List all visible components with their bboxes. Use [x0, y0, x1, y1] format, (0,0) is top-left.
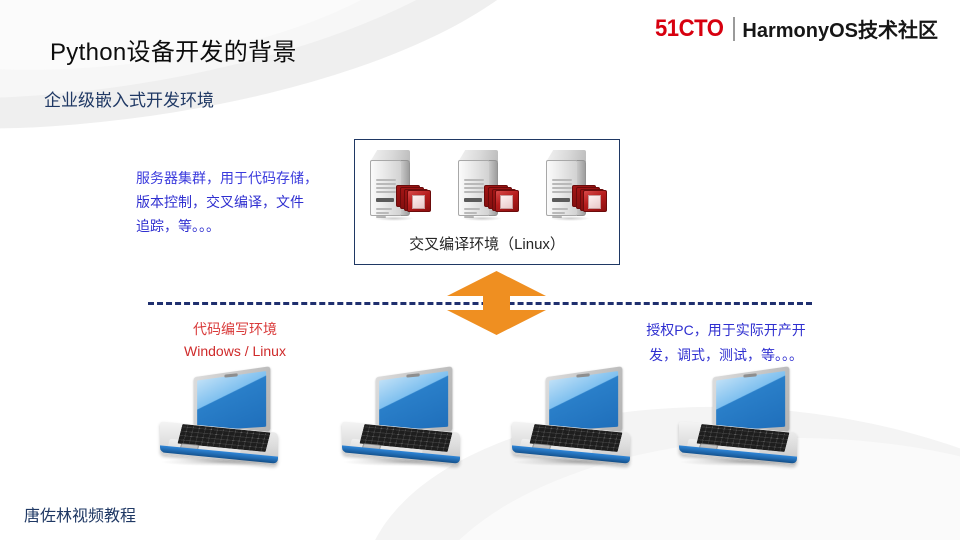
- server-vent-line: [464, 191, 484, 193]
- server-cluster-description: 服务器集群，用于代码存储， 版本控制，交叉编译，文件 追踪，等。。。: [136, 166, 348, 238]
- database-front-face: [583, 190, 607, 212]
- laptop-shadow: [344, 458, 460, 466]
- laptop-icon: [510, 366, 634, 468]
- server-vent-line: [376, 183, 396, 185]
- server-vent-line: [376, 208, 392, 210]
- laptop-display: [197, 371, 267, 432]
- server-vent-line: [552, 216, 562, 218]
- server-vent-line: [376, 191, 396, 193]
- database-front-face: [407, 190, 431, 212]
- server-drive-slot: [376, 198, 394, 202]
- server-icon-row: [355, 148, 619, 224]
- code-writing-environment-line-2: Windows / Linux: [184, 343, 286, 359]
- server-vent-line: [552, 179, 572, 181]
- footer-author-label: 唐佐林视频教程: [24, 508, 137, 525]
- laptop-display: [549, 371, 619, 432]
- server-vent-line: [464, 179, 484, 181]
- server-vent-line: [552, 183, 572, 185]
- server-vent-line: [464, 216, 474, 218]
- laptop-icon: [158, 366, 282, 468]
- server-drive-slot: [464, 198, 482, 202]
- server-drive-slot: [552, 198, 570, 202]
- server-vent-line: [464, 187, 484, 189]
- database-front-face: [495, 190, 519, 212]
- brand-51cto-mark: 51CTO: [654, 14, 724, 42]
- laptop-shadow: [162, 458, 278, 466]
- server-description-line-2: 版本控制，交叉编译，文件: [136, 194, 304, 210]
- server-icon: [538, 148, 612, 224]
- server-vent-line: [552, 191, 572, 193]
- server-vent-line: [376, 212, 389, 214]
- page-title: Python设备开发的背景: [50, 39, 297, 66]
- server-vent-line: [376, 179, 396, 181]
- brand-community-name: HarmonyOS技术社区: [742, 20, 938, 42]
- server-tower-shadow: [374, 216, 414, 221]
- laptop-icon: [340, 366, 464, 468]
- authorized-pc-caption: 授权PC，用于实际开产开 发，调式，测试，等。。。: [611, 318, 841, 368]
- brand-logo: 51CTO HarmonyOS技术社区: [652, 14, 938, 43]
- server-tower-top: [458, 150, 498, 162]
- laptop-icon: [677, 366, 801, 468]
- server-icon: [450, 148, 524, 224]
- server-tower-top: [546, 150, 586, 162]
- database-stack-icon: [396, 182, 432, 214]
- server-icon: [362, 148, 436, 224]
- background-swoosh-top-left-1: [0, 0, 583, 159]
- laptop-display: [716, 371, 786, 432]
- laptop-shadow: [514, 458, 630, 466]
- server-vent-line: [464, 183, 484, 185]
- bidirectional-arrow-icon: [447, 271, 546, 335]
- background-swoosh-top-left-2: [0, 0, 557, 141]
- database-stack-icon: [484, 182, 520, 214]
- authorized-pc-line-2: 发，调式，测试，等。。。: [649, 347, 803, 363]
- server-vent-line: [376, 187, 396, 189]
- cross-compile-environment-label: 交叉编译环境（Linux）: [409, 236, 565, 253]
- brand-separator-divider: [733, 16, 736, 41]
- server-description-line-3: 追踪，等。。。: [136, 218, 220, 234]
- slide-subtitle: 企业级嵌入式开发环境: [44, 91, 214, 110]
- server-tower-shadow: [550, 216, 590, 221]
- server-vent-line: [464, 212, 477, 214]
- database-stack-icon: [572, 182, 608, 214]
- code-writing-environment-line-1: 代码编写环境: [193, 321, 277, 337]
- server-description-line-1: 服务器集群，用于代码存储，: [136, 170, 318, 186]
- database-document-icon: [500, 195, 513, 209]
- cross-compile-environment-box: 交叉编译环境（Linux）: [354, 139, 620, 265]
- code-writing-environment-caption: 代码编写环境 Windows / Linux: [150, 318, 320, 362]
- laptop-shadow: [681, 458, 797, 466]
- laptop-display: [379, 371, 449, 432]
- database-document-icon: [412, 195, 425, 209]
- environment-boundary-divider: [148, 302, 812, 305]
- server-tower-top: [370, 150, 410, 162]
- server-vent-line: [552, 212, 565, 214]
- server-vent-line: [464, 208, 480, 210]
- authorized-pc-line-1: 授权PC，用于实际开产开: [646, 322, 806, 338]
- server-vent-line: [376, 216, 386, 218]
- server-vent-line: [552, 208, 568, 210]
- server-tower-shadow: [462, 216, 502, 221]
- server-vent-line: [552, 187, 572, 189]
- database-document-icon: [588, 195, 601, 209]
